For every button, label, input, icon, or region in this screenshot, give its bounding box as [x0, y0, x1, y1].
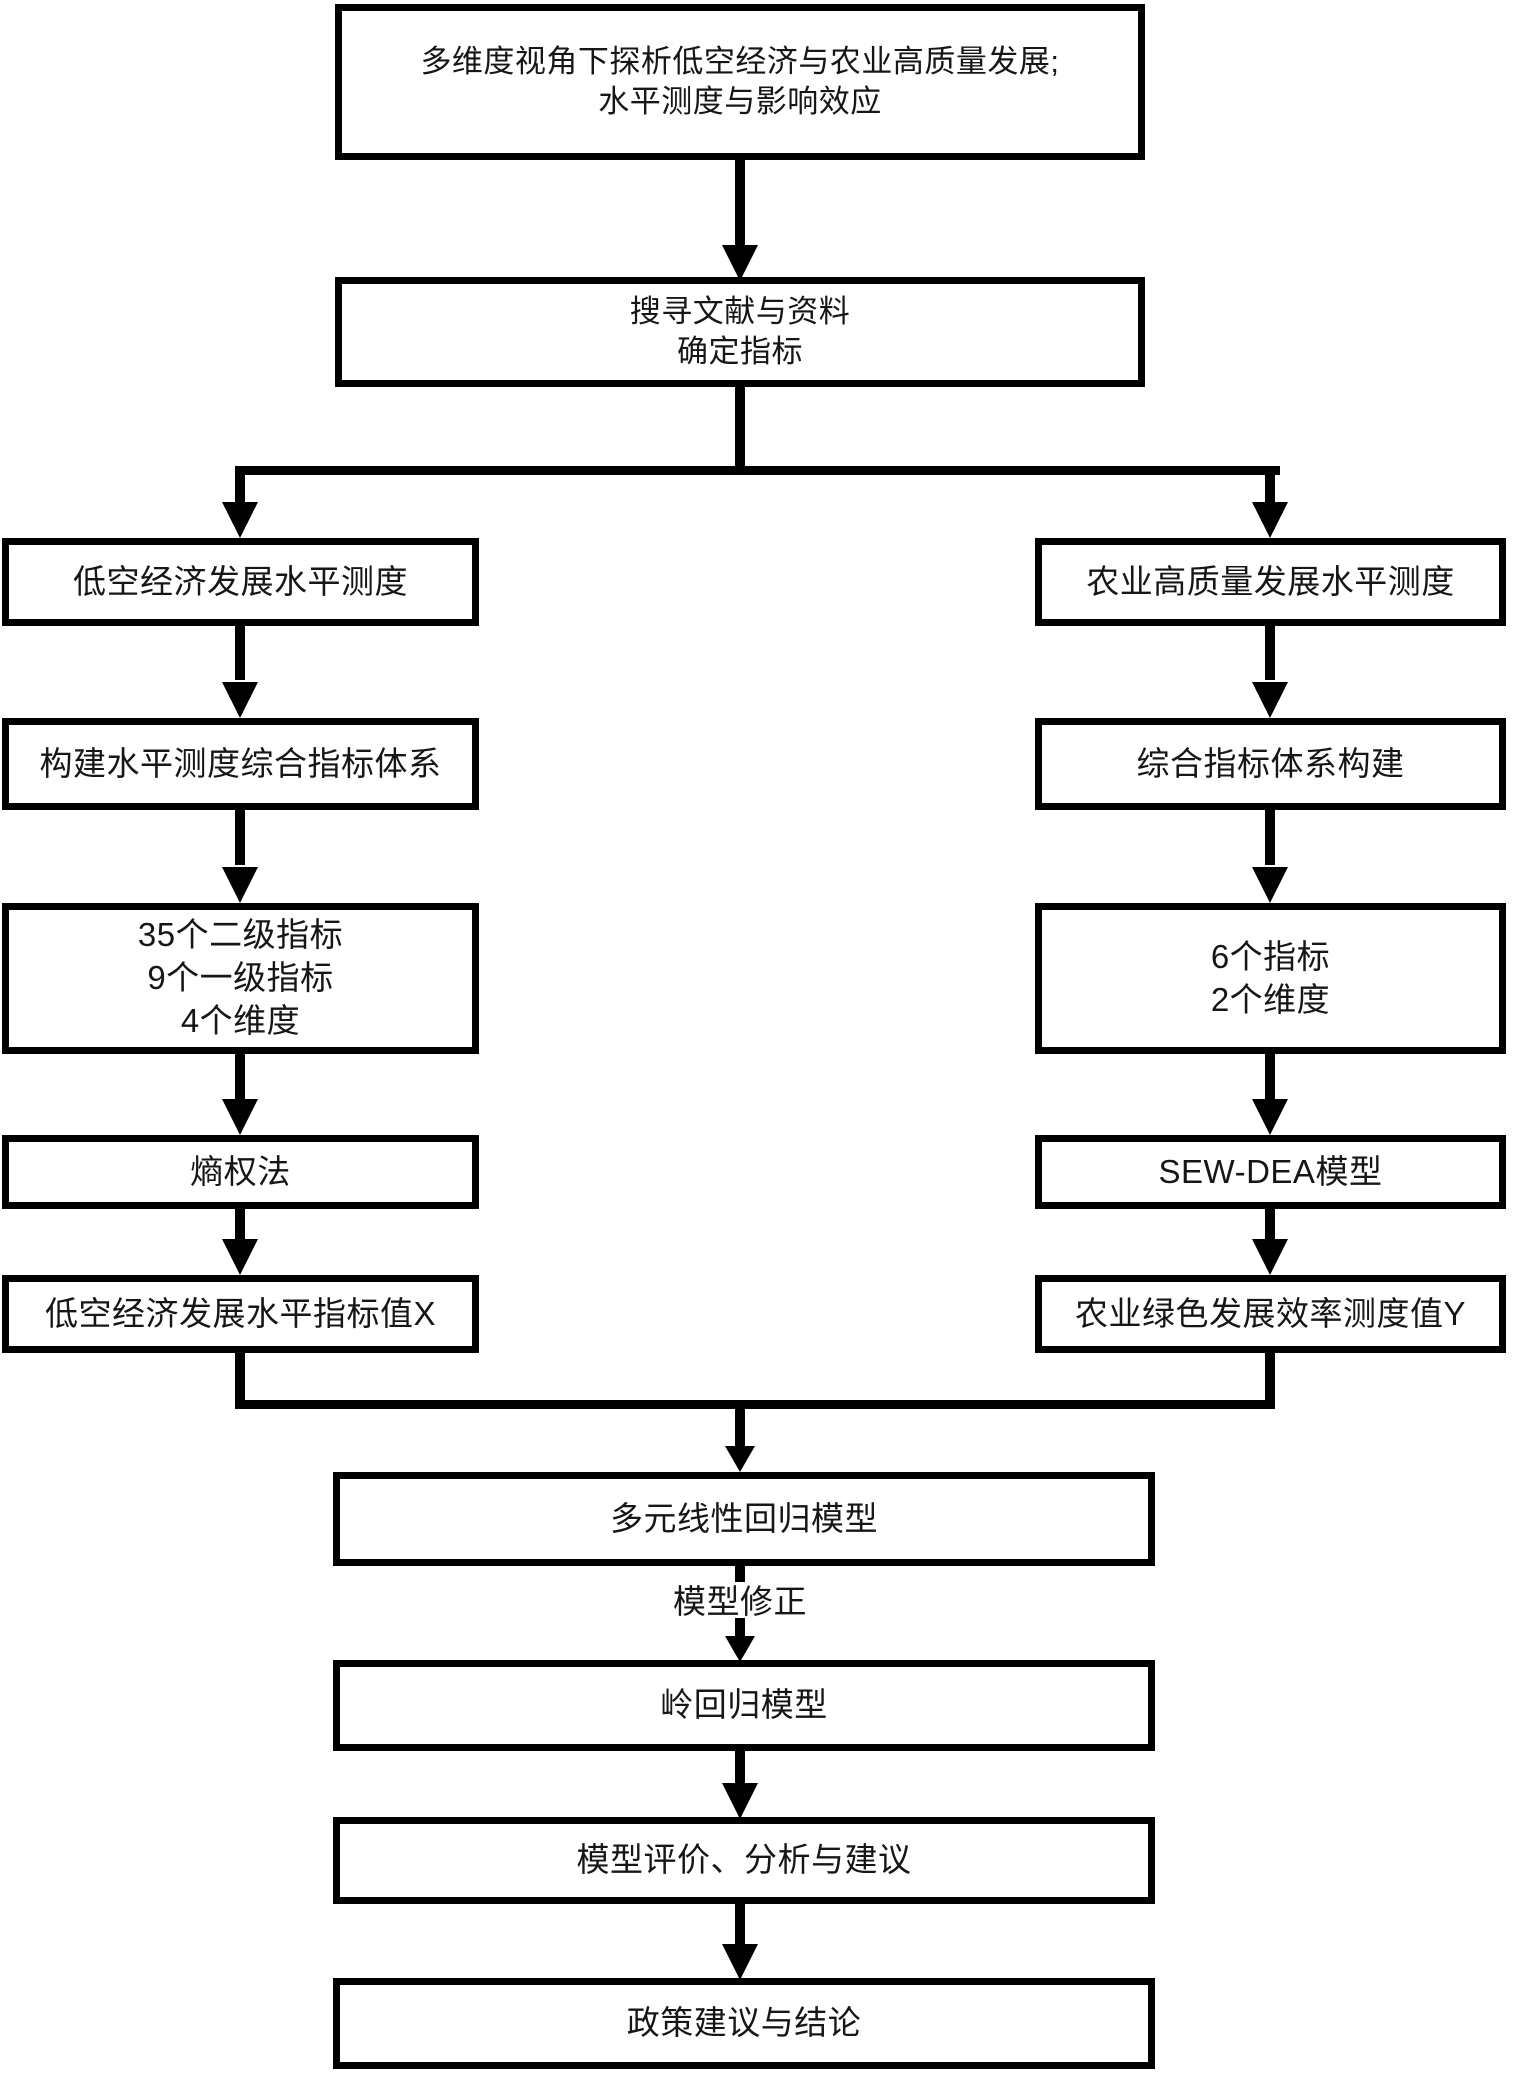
- node-policy-conclusion-label: 政策建议与结论: [626, 2004, 862, 2042]
- node-right-index-system: 综合指标体系构建: [1035, 718, 1506, 810]
- node-literature-search: 搜寻文献与资料 确定指标: [335, 277, 1145, 387]
- arrow-right-indicators-to-method-head: [1252, 1099, 1288, 1135]
- arrow-split-to-left-head: [222, 502, 258, 538]
- node-left-index-system: 构建水平测度综合指标体系: [2, 718, 479, 810]
- arrow-right-system-to-indicators-head: [1252, 867, 1288, 903]
- arrow-right-method-to-result-head: [1252, 1239, 1288, 1275]
- node-title-line: 水平测度与影响效应: [598, 84, 882, 119]
- arrow-left-system-to-indicators-head: [222, 867, 258, 903]
- connector-split-bar: [235, 466, 1280, 475]
- arrow-merge-to-regression-head: [725, 1446, 755, 1472]
- arrow-left-measure-to-system-head: [222, 682, 258, 718]
- arrow-left-method-to-result-head: [222, 1239, 258, 1275]
- arrow-title-to-literature-shaft: [735, 157, 745, 247]
- arrow-right-indicators-to-method-shaft: [1265, 1054, 1275, 1100]
- node-left-measure: 低空经济发展水平测度: [2, 538, 479, 626]
- arrow-right-system-to-indicators-shaft: [1265, 810, 1275, 865]
- connector-right-result-down: [1265, 1353, 1275, 1409]
- node-literature-line: 确定指标: [677, 334, 803, 369]
- arrow-left-method-to-result-shaft: [235, 1209, 245, 1241]
- node-left-indicators-line: 4个维度: [180, 1001, 301, 1039]
- node-left-indicators-line: 35个二级指标: [137, 916, 344, 954]
- node-left-indicators-line: 9个一级指标: [147, 959, 334, 997]
- node-linear-regression-label: 多元线性回归模型: [610, 1499, 878, 1537]
- node-linear-regression: 多元线性回归模型: [333, 1472, 1155, 1566]
- arrow-evaluation-to-policy-head: [722, 1944, 758, 1980]
- arrow-right-measure-to-system-shaft: [1265, 626, 1275, 680]
- node-left-measure-label: 低空经济发展水平测度: [73, 562, 408, 600]
- connector-literature-down: [735, 386, 745, 470]
- node-right-method-label: SEW-DEA模型: [1158, 1152, 1383, 1190]
- arrow-label-to-ridge-head: [725, 1636, 755, 1662]
- arrow-right-measure-to-system-head: [1252, 682, 1288, 718]
- arrow-split-to-right-shaft: [1265, 466, 1275, 504]
- node-right-method: SEW-DEA模型: [1035, 1135, 1506, 1209]
- node-right-measure-label: 农业高质量发展水平测度: [1086, 562, 1455, 600]
- arrow-split-to-left-shaft: [235, 466, 245, 504]
- node-ridge-regression-label: 岭回归模型: [660, 1686, 828, 1724]
- arrow-merge-to-regression-shaft: [735, 1400, 745, 1446]
- node-right-indicators-line: 6个指标: [1210, 937, 1331, 975]
- node-left-method-label: 熵权法: [190, 1152, 291, 1190]
- connector-merge-bar: [235, 1400, 1275, 1409]
- node-left-indicators: 35个二级指标 9个一级指标 4个维度: [2, 903, 479, 1054]
- arrow-label-to-ridge-shaft: [735, 1618, 745, 1638]
- arrow-left-indicators-to-method-shaft: [235, 1054, 245, 1100]
- node-right-indicators: 6个指标 2个维度: [1035, 903, 1506, 1054]
- arrow-right-method-to-result-shaft: [1265, 1209, 1275, 1241]
- arrow-ridge-to-evaluation-head: [722, 1783, 758, 1819]
- node-left-result-label: 低空经济发展水平指标值X: [44, 1294, 436, 1332]
- connector-left-result-down: [235, 1353, 245, 1409]
- node-left-method: 熵权法: [2, 1135, 479, 1209]
- node-ridge-regression: 岭回归模型: [333, 1660, 1155, 1751]
- node-right-result: 农业绿色发展效率测度值Y: [1035, 1275, 1506, 1353]
- arrow-evaluation-to-policy-shaft: [735, 1904, 745, 1946]
- node-left-result: 低空经济发展水平指标值X: [2, 1275, 479, 1353]
- node-title-line: 多维度视角下探析低空经济与农业高质量发展;: [420, 43, 1060, 79]
- connector-regression-to-label: [735, 1566, 745, 1582]
- node-title: 多维度视角下探析低空经济与农业高质量发展; 水平测度与影响效应: [335, 4, 1145, 160]
- arrow-title-to-literature-head: [722, 245, 758, 281]
- label-model-correction: 模型修正: [540, 1578, 940, 1620]
- node-left-index-system-label: 构建水平测度综合指标体系: [39, 744, 442, 782]
- node-literature-line: 搜寻文献与资料: [629, 293, 851, 329]
- node-right-result-label: 农业绿色发展效率测度值Y: [1074, 1294, 1466, 1332]
- arrow-left-system-to-indicators-shaft: [235, 810, 245, 865]
- node-evaluation: 模型评价、分析与建议: [333, 1817, 1155, 1904]
- node-right-indicators-line: 2个维度: [1210, 980, 1331, 1018]
- node-right-index-system-label: 综合指标体系构建: [1136, 744, 1405, 782]
- node-right-measure: 农业高质量发展水平测度: [1035, 538, 1506, 626]
- arrow-split-to-right-head: [1252, 502, 1288, 538]
- arrow-left-measure-to-system-shaft: [235, 626, 245, 680]
- node-policy-conclusion: 政策建议与结论: [333, 1978, 1155, 2069]
- node-evaluation-label: 模型评价、分析与建议: [576, 1841, 912, 1879]
- arrow-left-indicators-to-method-head: [222, 1099, 258, 1135]
- arrow-ridge-to-evaluation-shaft: [735, 1751, 745, 1785]
